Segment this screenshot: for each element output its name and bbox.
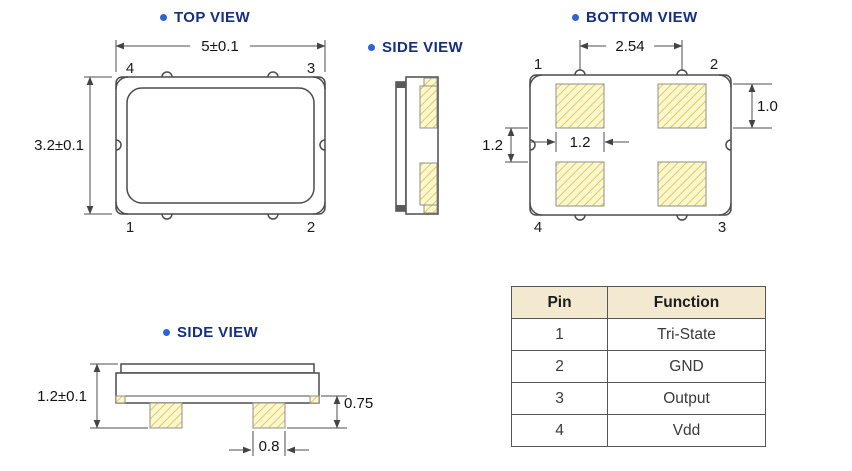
side-view-end-title-label: SIDE VIEW	[382, 39, 464, 56]
pin-number-cell: 3	[511, 382, 608, 415]
side-view-pad-height-dim-text: 0.75	[344, 395, 373, 412]
bottom-view-pad-width-dimension: 1.2	[531, 132, 629, 152]
top-view-corner-castellations	[115, 76, 326, 215]
terminal-mark	[423, 77, 438, 87]
bullet-icon	[160, 14, 167, 21]
terminal-mark-right	[309, 395, 320, 404]
top-view-pin-4-label: 4	[126, 60, 134, 77]
side-view-end-drawing	[395, 76, 439, 215]
side-view-pad-width-dim-text: 0.8	[259, 438, 280, 455]
seal-mark-top	[396, 82, 406, 88]
bottom-pad-2	[657, 83, 707, 129]
table-row: 3 Output	[511, 382, 766, 415]
top-view-pin-1-label: 1	[126, 219, 134, 236]
side-view-length-drawing: 1.2±0.1 0.75 0.8	[37, 363, 373, 456]
side-view-height-dimension: 1.2±0.1	[37, 363, 148, 429]
bottom-view-corner-castellations	[529, 74, 732, 216]
bottom-view-pad-height-dim-text: 1.0	[757, 98, 778, 115]
bottom-view-drawing: 2.54 1.0 1.2 1.2 1	[482, 37, 778, 236]
top-view-height-dimension: 3.2±0.1	[34, 76, 112, 215]
pin-function-cell: GND	[607, 350, 766, 383]
top-view-height-dim-text: 3.2±0.1	[34, 137, 84, 154]
side-view-lid	[120, 363, 315, 374]
side-view-pad-height-dimension: 0.75	[287, 395, 373, 429]
side-view-height-dim-text: 1.2±0.1	[37, 388, 87, 405]
pin-function-cell: Tri-State	[607, 318, 766, 351]
bottom-view-pitch-dim-text: 2.54	[615, 38, 644, 55]
side-pad	[419, 85, 438, 129]
bottom-pad-1	[555, 83, 605, 129]
top-view-width-dim-text: 5±0.1	[201, 38, 238, 55]
side-view-pad-width-dimension: 0.8	[229, 431, 309, 456]
table-row: 1 Tri-State	[511, 318, 766, 351]
pin-function-cell: Output	[607, 382, 766, 415]
bottom-view-pad-width-dim-text: 1.2	[570, 134, 591, 151]
seal-mark-bottom	[396, 205, 406, 211]
top-view-title-label: TOP VIEW	[174, 9, 250, 26]
side-view-pad-left	[149, 402, 183, 429]
bottom-view-pin-1-label: 1	[534, 56, 542, 73]
bottom-view-title-label: BOTTOM VIEW	[586, 9, 698, 26]
pin-function-cell: Vdd	[607, 414, 766, 447]
side-view-body	[115, 372, 320, 404]
bottom-view-edge-notches	[529, 69, 732, 221]
side-view-length-title: SIDE VIEW	[163, 324, 258, 341]
bottom-view-pin-3-label: 3	[718, 219, 726, 236]
top-view-width-dimension: 5±0.1	[115, 37, 326, 72]
pin-number-cell: 4	[511, 414, 608, 447]
pin-number-cell: 1	[511, 318, 608, 351]
pin-number-cell: 2	[511, 350, 608, 383]
bottom-pad-3	[657, 161, 707, 207]
side-view-pad-right	[252, 402, 286, 429]
top-view-title: TOP VIEW	[160, 9, 250, 26]
pin-function-table: Pin Function 1 Tri-State 2 GND 3 Output …	[511, 286, 766, 447]
terminal-mark-left	[115, 395, 126, 404]
table-row: 2 GND	[511, 350, 766, 383]
bullet-icon	[572, 14, 579, 21]
table-header-pin: Pin	[511, 286, 608, 319]
bottom-view-pin-4-label: 4	[534, 219, 542, 236]
top-view-edge-notches	[115, 71, 326, 220]
bottom-view-pad-height-dimension: 1.0	[733, 83, 778, 129]
bottom-view-pin-2-label: 2	[710, 56, 718, 73]
bottom-view-title: BOTTOM VIEW	[572, 9, 698, 26]
top-view-drawing: 5±0.1 3.2±0.1 4 3 1 2	[34, 37, 326, 236]
bullet-icon	[368, 44, 375, 51]
table-header-row: Pin Function	[511, 286, 766, 319]
top-view-package-body	[115, 76, 326, 215]
terminal-mark	[423, 204, 438, 214]
top-view-package-lid	[126, 87, 315, 204]
side-pad	[419, 162, 438, 206]
bottom-pad-4	[555, 161, 605, 207]
top-view-pin-2-label: 2	[307, 219, 315, 236]
side-view-length-title-label: SIDE VIEW	[177, 324, 259, 341]
table-header-function: Function	[607, 286, 766, 319]
side-view-end-title: SIDE VIEW	[368, 39, 463, 56]
bottom-view-row-gap-dim-text: 1.2	[482, 137, 503, 154]
bottom-view-row-gap-dimension: 1.2	[482, 127, 528, 163]
side-view-end-lid	[395, 81, 407, 212]
bullet-icon	[163, 329, 170, 336]
top-view-pin-3-label: 3	[307, 60, 315, 77]
bottom-view-pitch-dimension: 2.54	[579, 37, 683, 70]
table-row: 4 Vdd	[511, 414, 766, 447]
